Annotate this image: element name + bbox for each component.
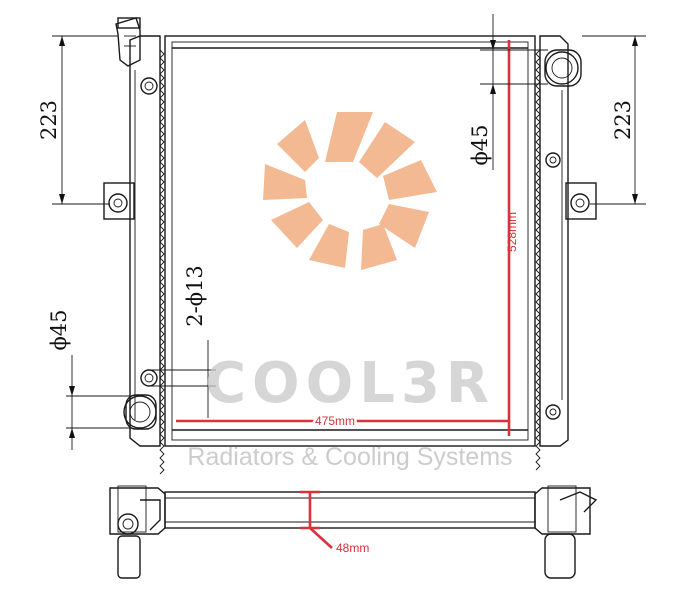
dim-left-223: 223: [37, 100, 61, 140]
dim-core-width: 475mm: [315, 414, 355, 428]
radiator-front-view: [103, 17, 597, 475]
radiator-bottom-view: [109, 485, 598, 579]
brand-logo: [263, 112, 437, 270]
upper-outlet-pipe: [544, 49, 582, 87]
dim-core-thickness: 48mm: [336, 541, 369, 555]
filler-neck: [115, 17, 141, 67]
right-mount-bracket: [565, 182, 597, 220]
lower-inlet-pipe: [123, 394, 157, 430]
watermark-tagline: Radiators & Cooling Systems: [187, 443, 512, 471]
dim-right-223: 223: [611, 100, 635, 140]
dimension-lines: [52, 14, 646, 450]
dim-core-height: 528mm: [505, 212, 519, 252]
dim-lower-inlet-diameter: ϕ45: [47, 309, 71, 350]
watermark-brand: COOL3R: [205, 351, 495, 416]
dim-mount-holes: 2-ϕ13: [183, 265, 207, 327]
dim-upper-outlet-diameter: ϕ45: [468, 124, 492, 165]
left-mount-bracket: [103, 182, 135, 220]
